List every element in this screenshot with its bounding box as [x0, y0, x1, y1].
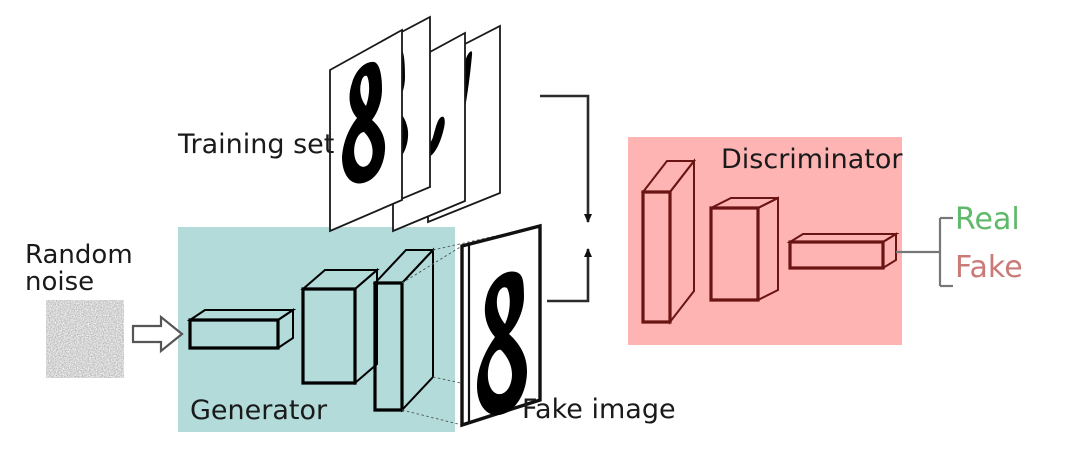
random-noise-label-line2: noise: [25, 267, 94, 297]
training-set-label: Training set: [177, 129, 334, 160]
noise-to-generator-arrow: [131, 314, 184, 354]
discriminator-layer-bar: [786, 232, 900, 270]
fake-image-card: [460, 223, 542, 428]
discriminator-layers: [640, 158, 900, 325]
fake-image-label: Fake image: [522, 394, 676, 425]
generator-layer-bar: [186, 308, 297, 350]
training-card-1: [329, 28, 403, 233]
generator-layers: [186, 247, 436, 413]
discriminator-layer-cube: [709, 196, 779, 302]
discriminator-layer-slab: [640, 158, 697, 325]
output-bracket: [896, 216, 953, 288]
discriminator-label: Discriminator: [721, 144, 903, 175]
real-label: Real: [955, 202, 1020, 237]
training-to-discriminator-connector: [540, 94, 592, 223]
generator-layer-cube: [300, 267, 380, 386]
generator-label: Generator: [190, 395, 328, 426]
fake-to-discriminator-connector: [547, 248, 592, 303]
noise-patch: [46, 300, 124, 378]
random-noise-group: Random noise: [25, 240, 184, 378]
fake-label: Fake: [955, 250, 1023, 285]
random-noise-label-line1: Random: [25, 240, 133, 270]
training-set-cards: [329, 15, 501, 233]
generator-panel: [178, 227, 455, 432]
